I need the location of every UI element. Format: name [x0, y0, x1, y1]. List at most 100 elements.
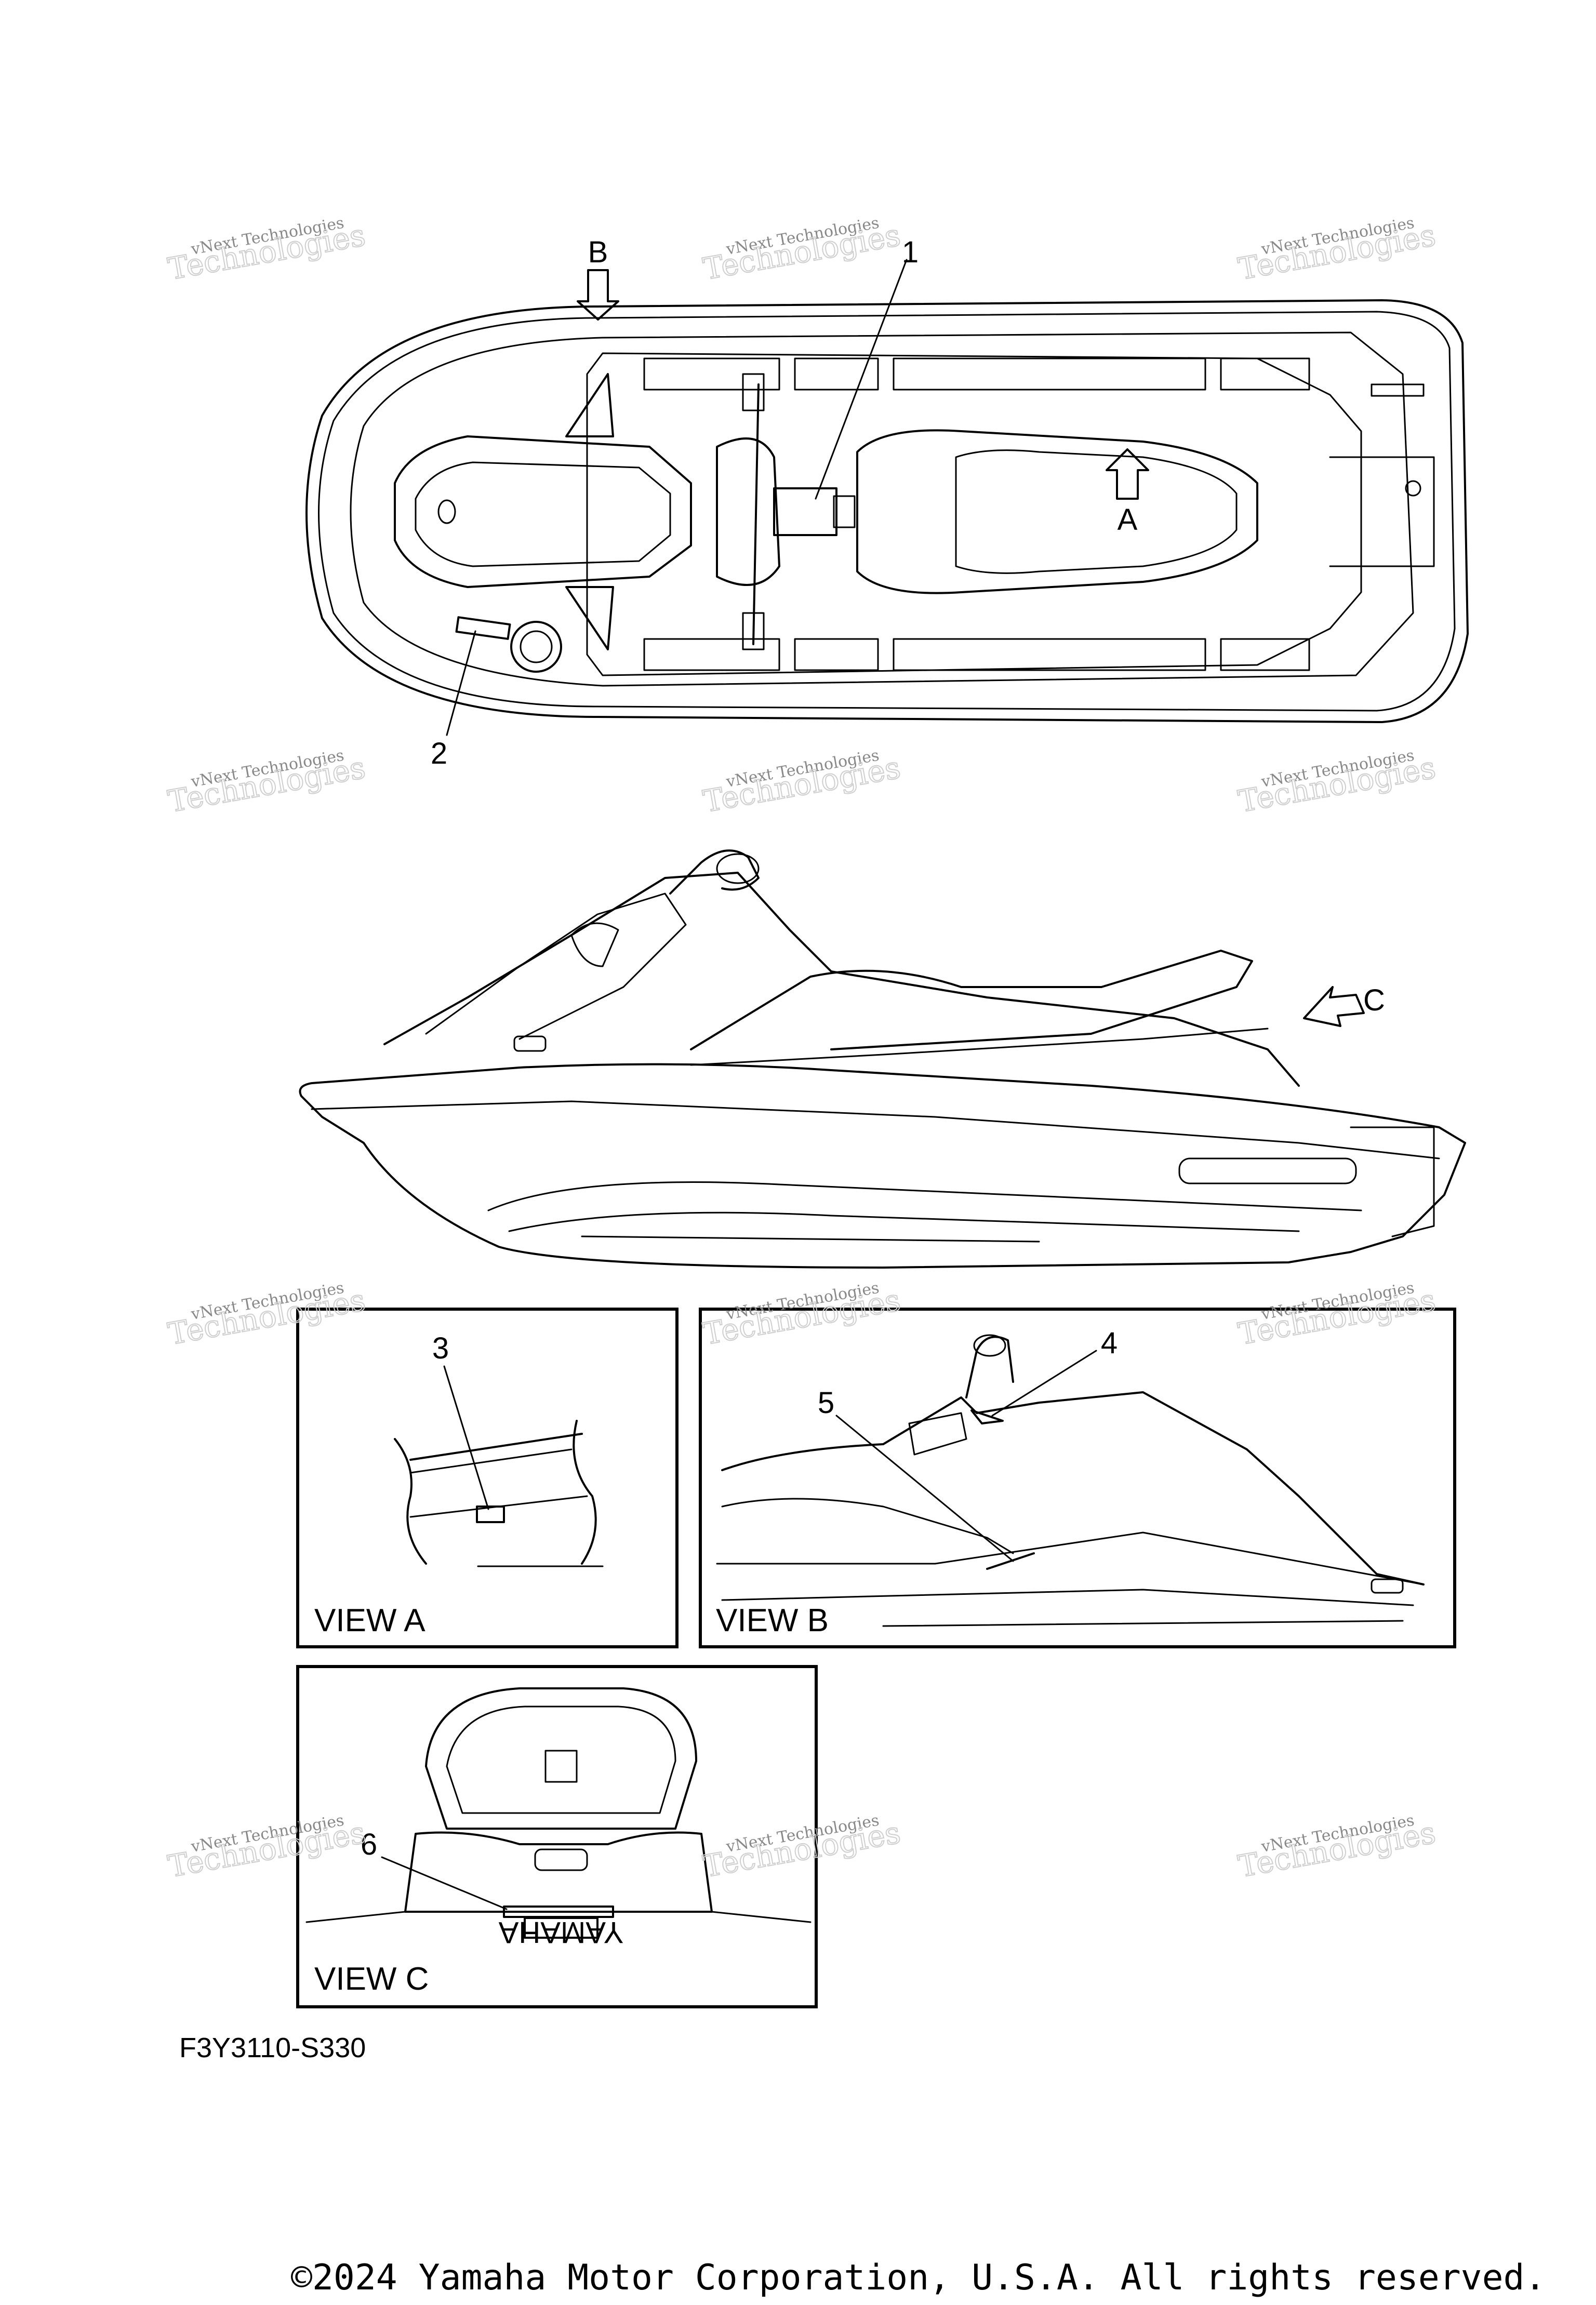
view-b-panel: [699, 1308, 1456, 1648]
seat: [856, 429, 1258, 594]
seat-side: [690, 950, 1253, 1050]
view-c-seat-back: [425, 1687, 697, 1830]
upper-deck-side: [383, 872, 1300, 1087]
copyright-notice: ©2024 Yamaha Motor Corporation, U.S.A. A…: [291, 2257, 1546, 2298]
label-5-decal: [986, 1552, 1035, 1570]
view-b-seat: [721, 1498, 1014, 1554]
part-code: F3Y3110-S330: [179, 2032, 366, 2063]
view-c-grab-handle: [544, 1750, 578, 1783]
view-a-label: VIEW A: [314, 1603, 425, 1638]
watermark: vNext Technologies Technologies: [700, 747, 903, 820]
handlebar-grip: [716, 853, 760, 884]
yamaha-emblem-text: YAMAHA: [498, 1915, 623, 1949]
stern-side: [1350, 1126, 1435, 1237]
view-b-arrow: [577, 269, 619, 321]
view-b-bow-eye: [1371, 1578, 1404, 1594]
view-c-frame: [296, 1665, 818, 2008]
watermark: vNext Technologies Technologies: [700, 214, 903, 287]
windshield-side: [570, 922, 619, 967]
fuel-cap: [510, 621, 562, 673]
cowling-side: [425, 892, 687, 1040]
deck-outline: [586, 352, 1362, 676]
hull-outline-side: [299, 1063, 1466, 1269]
mirror-right: [565, 586, 614, 650]
leader-5: [835, 1415, 1014, 1562]
view-c-arrow: [1303, 986, 1365, 1027]
hull-swoosh-2: [508, 1211, 1300, 1232]
hull-inner-line-2: [350, 331, 1414, 687]
view-b-lower-hull: [882, 1620, 1404, 1627]
bow-hatch-latch: [437, 499, 456, 524]
label-2-decal: [455, 616, 511, 640]
watermark: vNext Technologies Technologies: [165, 1811, 368, 1885]
stern-tow-hook: [1371, 383, 1425, 397]
view-b-gunwale: [716, 1531, 1425, 1585]
watermark: vNext Technologies Technologies: [1235, 1279, 1439, 1352]
watermark: vNext Technologies Technologies: [1235, 747, 1439, 820]
view-c-panel: YAMAHA: [296, 1665, 818, 2008]
watermark: vNext Technologies Technologies: [1235, 1811, 1439, 1885]
gunwale-line: [311, 1100, 1440, 1160]
watermark: vNext Technologies Technologies: [165, 1279, 368, 1352]
stern-platform: [1329, 456, 1435, 567]
handlebar-side: [669, 849, 760, 895]
view-b-windshield: [908, 1412, 967, 1456]
seat-inner: [955, 449, 1238, 574]
watermark: vNext Technologies Technologies: [165, 747, 368, 820]
label-3-decal: [476, 1505, 505, 1523]
leader-1: [815, 259, 908, 500]
view-markers: A B C: [588, 235, 1385, 1017]
display-panel: [773, 487, 837, 536]
view-a-panel: [296, 1308, 679, 1648]
view-c-label: VIEW C: [314, 1961, 429, 1997]
top-view: [305, 259, 1469, 736]
hull-inner-line-1: [318, 311, 1456, 712]
hull-swoosh-3: [581, 1235, 1040, 1243]
view-b-label: VIEW B: [716, 1603, 829, 1638]
view-labels: VIEW A VIEW B VIEW C: [314, 1603, 829, 1997]
bow-cowling: [394, 435, 692, 588]
yamaha-emblem: [524, 1917, 598, 1939]
view-a-right-edge: [573, 1420, 597, 1565]
view-marker-b: B: [588, 235, 608, 269]
view-c-seat-back-inner: [446, 1706, 676, 1814]
view-marker-a: A: [1118, 503, 1138, 537]
view-b-frame: [699, 1308, 1456, 1648]
leader-4: [991, 1350, 1097, 1417]
leader-3: [443, 1365, 489, 1510]
view-a-arrow: [1106, 448, 1149, 500]
view-a-hull-mid: [409, 1448, 573, 1474]
view-b-handlebar: [965, 1336, 1014, 1398]
callout-labels: 1 2 3 4 5 6: [361, 235, 1118, 1861]
view-c-drain: [534, 1848, 588, 1871]
view-a-frame: [296, 1308, 679, 1648]
stern-cap: [1405, 480, 1421, 497]
bow-cowling-inner: [415, 461, 671, 567]
handlebar: [716, 373, 780, 650]
callout-4: 4: [1101, 1326, 1118, 1360]
mirror-left: [565, 373, 614, 437]
watermark: vNext Technologies Technologies: [700, 1279, 903, 1352]
footwell-pads: [643, 357, 1310, 671]
callout-5: 5: [818, 1386, 834, 1420]
view-a-left-edge: [394, 1438, 427, 1565]
seat-base: [690, 1028, 1269, 1066]
bow-eye-side: [513, 1035, 547, 1052]
view-b-grip: [973, 1334, 1006, 1357]
view-a-hull-top: [409, 1433, 583, 1461]
callout-3: 3: [432, 1331, 449, 1365]
view-c-hull-left: [305, 1911, 406, 1923]
callout-2: 2: [431, 737, 447, 770]
leader-2: [446, 630, 476, 736]
hull-outline-top: [305, 299, 1469, 723]
label-4-decal: [970, 1409, 1004, 1424]
callout-1: 1: [902, 235, 919, 269]
watermark: vNext Technologies Technologies: [165, 214, 368, 287]
view-marker-c: C: [1363, 983, 1385, 1017]
display-panel-inner: [833, 495, 856, 528]
fuel-cap-inner: [520, 630, 553, 663]
callout-6: 6: [361, 1828, 377, 1861]
view-c-stern: [404, 1831, 713, 1913]
hull-swoosh-1: [487, 1181, 1362, 1211]
